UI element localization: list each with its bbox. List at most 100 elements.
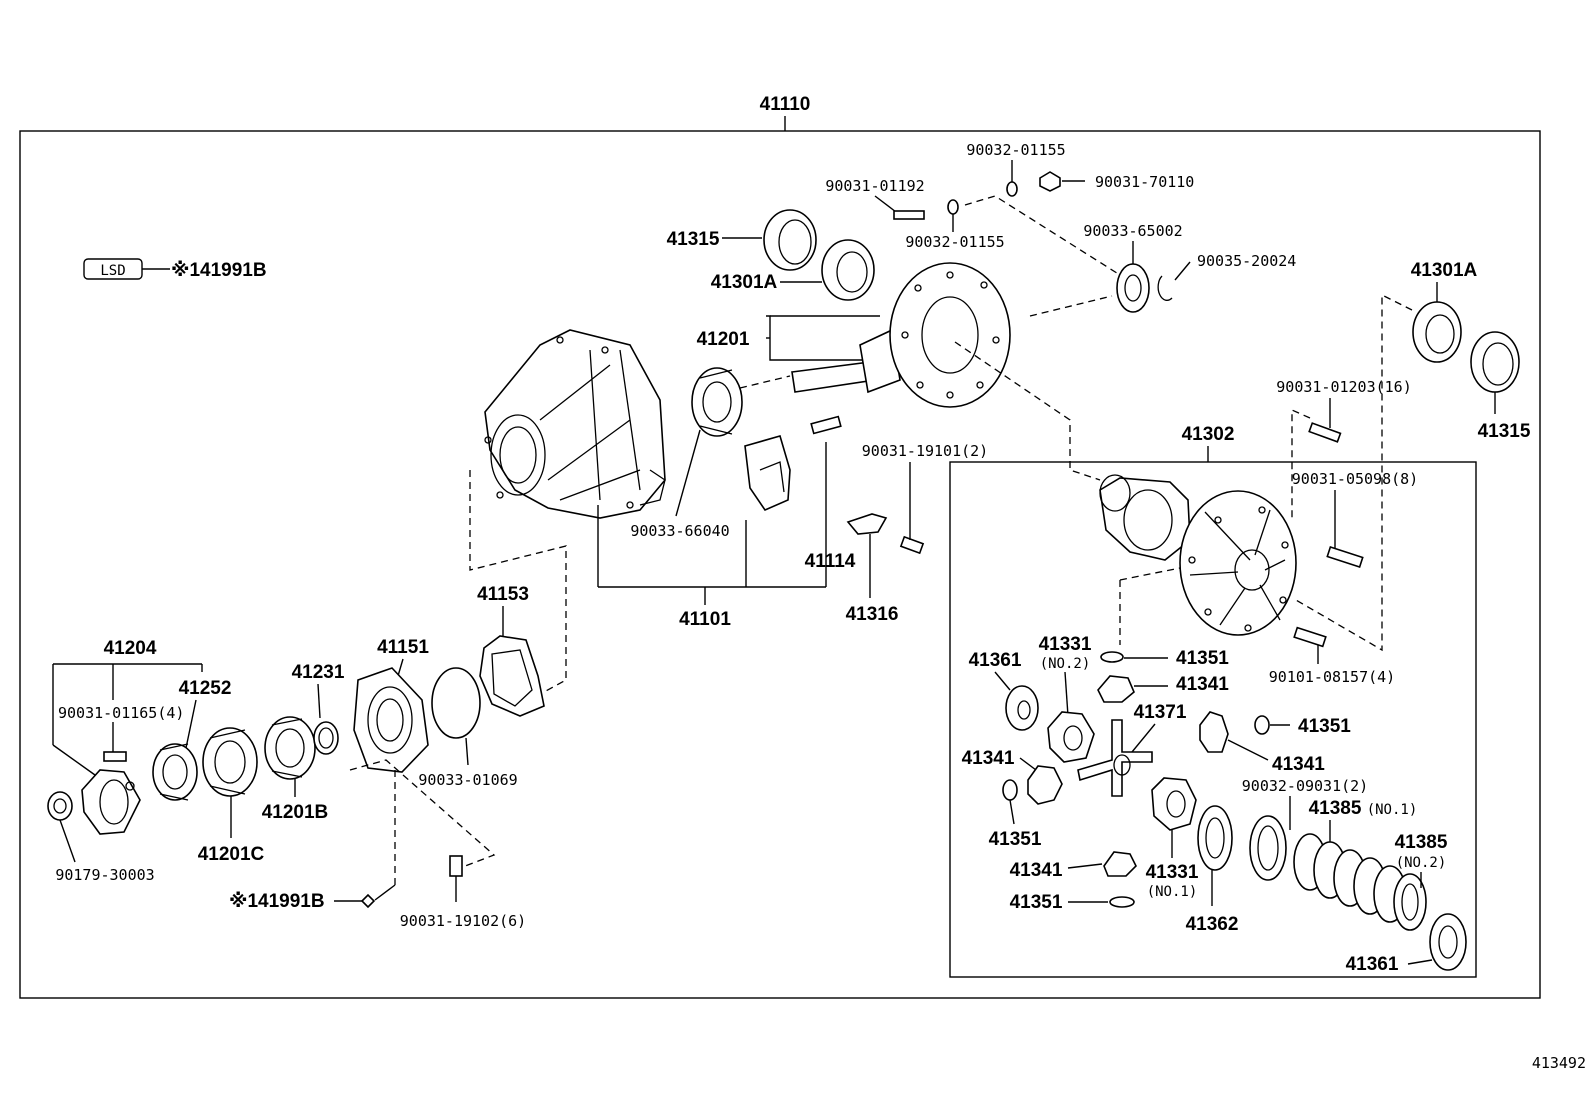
label-41153[interactable]: 41153 — [477, 584, 529, 605]
bearing-41201c[interactable] — [202, 727, 258, 797]
label-41315-right[interactable]: 41315 — [1478, 421, 1531, 442]
label-90031-05098[interactable]: 90031-05098(8) — [1292, 470, 1418, 488]
label-41362[interactable]: 41362 — [1186, 914, 1239, 935]
washer-90032-01155-b[interactable] — [947, 199, 959, 215]
bearing-41301a-left[interactable] — [821, 239, 875, 301]
label-41385-2[interactable]: 41385 — [1395, 832, 1448, 853]
label-90033-65002[interactable]: 90033-65002 — [1083, 222, 1182, 240]
bolt-90031-01165[interactable] — [103, 751, 127, 762]
pinion-gear-41341-a[interactable] — [1097, 675, 1135, 703]
label-90035-20024[interactable]: 90035-20024 — [1197, 252, 1296, 270]
label-90033-01069[interactable]: 90033-01069 — [418, 771, 517, 789]
label-41101[interactable]: 41101 — [679, 609, 731, 630]
label-41351-c[interactable]: 41351 — [989, 829, 1042, 850]
bearing-cup-41315-right[interactable] — [1470, 331, 1520, 393]
bearing-cap[interactable] — [744, 435, 791, 511]
label-90031-01192[interactable]: 90031-01192 — [825, 177, 924, 195]
nut-90179-30003[interactable] — [47, 791, 73, 821]
cap-bolt[interactable] — [810, 415, 842, 435]
label-90179-30003[interactable]: 90179-30003 — [55, 866, 154, 884]
washer-90032-01155-a[interactable] — [1006, 181, 1018, 197]
label-41331-a[interactable]: 41331 — [1039, 634, 1092, 655]
label-90031-19101[interactable]: 90031-19101(2) — [862, 442, 988, 460]
bearing-retainer-41151[interactable] — [353, 667, 429, 773]
label-41341-d[interactable]: 41341 — [1010, 860, 1063, 881]
bolt-90031-01203[interactable] — [1308, 422, 1342, 443]
bearing-41301a-right[interactable] — [1412, 301, 1462, 363]
label-41204[interactable]: 41204 — [104, 638, 157, 659]
differential-carrier-housing[interactable] — [484, 329, 666, 519]
label-41371[interactable]: 41371 — [1134, 702, 1187, 723]
label-41331-b[interactable]: 41331 — [1146, 862, 1199, 883]
bearing-41201b[interactable] — [264, 716, 316, 780]
bolt-90031-19102[interactable] — [449, 855, 463, 877]
label-41351-d[interactable]: 41351 — [1010, 892, 1063, 913]
label-41341-c[interactable]: 41341 — [962, 748, 1015, 769]
bolt-90101-08157[interactable] — [1293, 626, 1327, 648]
drive-pinion[interactable] — [791, 361, 877, 393]
label-41341-b[interactable]: 41341 — [1272, 754, 1325, 775]
label-90031-01165[interactable]: 90031-01165(4) — [58, 704, 184, 722]
thrust-washer-41362[interactable] — [1197, 805, 1233, 871]
label-90031-19102[interactable]: 90031-19102(6) — [400, 912, 526, 930]
pinion-shaft-41371[interactable] — [1077, 719, 1153, 797]
bolt-90031-19101[interactable] — [899, 535, 925, 555]
spacer-41231[interactable] — [313, 721, 339, 755]
bearing-90033-65002[interactable] — [1116, 263, 1150, 313]
thrust-washer-41351-c[interactable] — [1002, 779, 1018, 801]
ring-gear-41201[interactable] — [889, 262, 1011, 408]
label-90032-01155-a[interactable]: 90032-01155 — [966, 141, 1065, 159]
side-gear-41331-no1[interactable] — [1151, 777, 1197, 831]
label-90033-66040[interactable]: 90033-66040 — [630, 522, 729, 540]
thrust-washer-41351-b[interactable] — [1254, 715, 1270, 735]
label-41361-b[interactable]: 41361 — [1346, 954, 1399, 975]
label-41301a-right[interactable]: 41301A — [1411, 260, 1478, 281]
gasket-41153[interactable] — [479, 635, 545, 717]
companion-flange[interactable] — [81, 769, 141, 835]
label-41301a-left[interactable]: 41301A — [711, 272, 778, 293]
label-41231[interactable]: 41231 — [292, 662, 345, 683]
label-41201b[interactable]: 41201B — [262, 802, 329, 823]
lsd-ref[interactable]: ※141991B — [171, 260, 267, 281]
label-90032-01155-b[interactable]: 90032-01155 — [905, 233, 1004, 251]
label-41252[interactable]: 41252 — [179, 678, 232, 699]
label-90031-01203[interactable]: 90031-01203(16) — [1276, 378, 1411, 396]
snap-ring-90032-09031[interactable] — [1249, 815, 1287, 881]
snap-ring-90035-20024[interactable] — [1157, 275, 1173, 301]
label-41385-1[interactable]: 41385 — [1309, 798, 1362, 819]
differential-case-flange[interactable] — [1179, 490, 1297, 636]
bolt-90031-05098[interactable] — [1326, 545, 1364, 569]
label-41201c[interactable]: 41201C — [198, 844, 265, 865]
thrust-washer-41351-d[interactable] — [1109, 896, 1135, 908]
label-90032-09031[interactable]: 90032-09031(2) — [1242, 777, 1368, 795]
label-41341-a[interactable]: 41341 — [1176, 674, 1229, 695]
label-41315-left[interactable]: 41315 — [667, 229, 720, 250]
label-41316[interactable]: 41316 — [846, 604, 899, 625]
label-41114[interactable]: 41114 — [805, 551, 856, 572]
pinion-gear-41341-b[interactable] — [1199, 711, 1229, 753]
label-41351-a[interactable]: 41351 — [1176, 648, 1229, 669]
clutch-disc-stack[interactable] — [1293, 833, 1427, 931]
bearing-cup-41315-left[interactable] — [763, 209, 817, 271]
label-41201[interactable]: 41201 — [697, 329, 750, 350]
side-gear-41331-no2[interactable] — [1047, 711, 1095, 763]
adjusting-nut-lock-41316[interactable] — [846, 513, 888, 535]
ref-arrow-label[interactable]: ※141991B — [229, 891, 325, 912]
thrust-washer-41351-a[interactable] — [1100, 651, 1124, 663]
o-ring-90033-01069[interactable] — [431, 667, 481, 739]
label-41151[interactable]: 41151 — [377, 637, 429, 658]
pinion-gear-41341-c[interactable] — [1027, 765, 1063, 805]
label-41351-b[interactable]: 41351 — [1298, 716, 1351, 737]
thrust-washer-41361-a[interactable] — [1005, 685, 1039, 731]
label-90101-08157[interactable]: 90101-08157(4) — [1269, 668, 1395, 686]
pinion-gear-41341-d[interactable] — [1103, 851, 1137, 877]
label-41361-a[interactable]: 41361 — [969, 650, 1022, 671]
bearing-90033-66040[interactable] — [691, 367, 743, 437]
label-90031-70110[interactable]: 90031-70110 — [1095, 173, 1194, 191]
oil-seal-41252[interactable] — [152, 743, 198, 801]
label-assembly[interactable]: 41110 — [760, 94, 811, 115]
nut-90031-70110[interactable] — [1039, 171, 1061, 192]
bolt-90031-01192[interactable] — [893, 210, 925, 220]
thrust-washer-41361-b[interactable] — [1429, 913, 1467, 971]
label-subassembly[interactable]: 41302 — [1182, 424, 1235, 445]
